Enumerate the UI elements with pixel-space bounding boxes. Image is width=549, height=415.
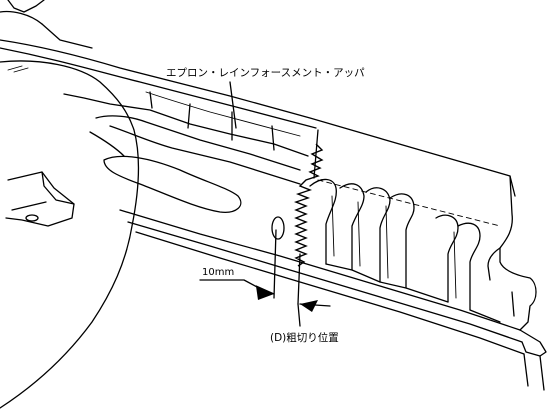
dimension-marker: [199, 279, 331, 312]
left-body-panel: [0, 0, 140, 409]
upper-frame: [0, 39, 516, 197]
apron-reinforcement: [63, 91, 525, 355]
arrow-head-right: [300, 300, 318, 312]
arrow-head-left: [256, 286, 274, 300]
cut-position-label: (D)粗切り位置: [270, 331, 339, 344]
corrugated-panel: [309, 175, 547, 391]
cut-line: [271, 129, 324, 305]
part-leader: [229, 81, 237, 129]
flange-bracket: [5, 171, 75, 227]
dimension-label: 10mm: [202, 267, 234, 278]
cut-leader: [297, 303, 301, 327]
part-name-label: エプロン・レインフォースメント・アッパ: [166, 67, 365, 79]
